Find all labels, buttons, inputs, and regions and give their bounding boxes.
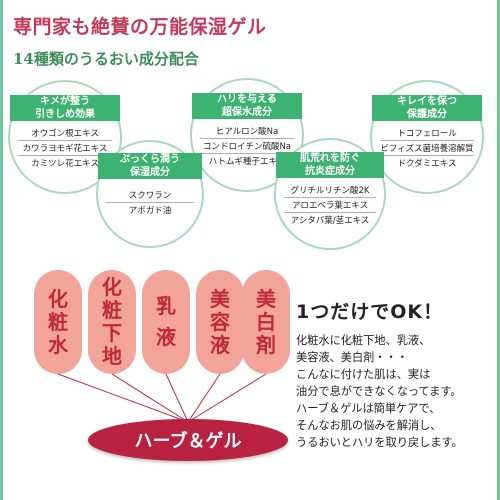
ingredient-item: カミツレ花エキス: [31, 159, 99, 169]
connector-line: [57, 373, 189, 423]
ingredient-item: ハトムギ種子エキス: [208, 157, 286, 167]
ingredient-circle-moisture: ぷっくら潤う 保湿成分 スクワラン アボガド油: [96, 140, 204, 248]
ingredient-list: スクワラン アボガド油: [98, 188, 202, 217]
ingredient-circle-protection: キレイを保つ 保護成分 トコフェロール ビフィズス菌培養溶解質 ドクダミエキス: [370, 80, 484, 194]
ingredient-circle-texture: キメが整う 引きしめ効果 オウゴン根エキス カワラヨモギ花エキス カミツレ花エキ…: [8, 80, 122, 194]
circle-title-band: ぷっくら潤う 保湿成分: [98, 153, 202, 179]
product-oval-toner: 化 粧 水: [34, 270, 82, 374]
ingredient-item: スクワラン: [106, 188, 194, 203]
product-oval-milk: 乳 液: [142, 270, 190, 374]
herb-and-gel-badge: ハーブ＆ゲル: [88, 419, 288, 461]
ingredient-item: オウゴン根エキス: [18, 126, 112, 141]
ingredient-item: ビフィズス菌培養溶解質: [380, 141, 474, 156]
connector-line: [165, 373, 189, 423]
circle-title-band: 肌荒れを防ぐ 抗炎症成分: [276, 152, 384, 178]
circle-title-band: ハリを与える 超保水成分: [192, 93, 302, 119]
connector-line: [187, 373, 221, 423]
ingredient-list: グリチルリチン酸2K アロエベラ葉エキス アシタバ葉/茎エキス: [276, 183, 384, 227]
message-line: 油分で息ができなくなってます。: [296, 385, 462, 398]
ingredient-circle-anti-inflammation: 肌荒れを防ぐ 抗炎症成分 グリチルリチン酸2K アロエベラ葉エキス アシタバ葉/…: [274, 138, 386, 250]
message-line: こんなに付けた肌は、実は: [296, 368, 431, 381]
benefit-message: 1つだけでOK！ 化粧水に化粧下地、乳液、 美容液、美白剤・・・ こんなに付けた…: [296, 297, 496, 451]
product-oval-serum: 美 容 液: [196, 270, 244, 374]
ingredient-item: コンドロイチン硫酸Na: [200, 139, 294, 154]
ingredient-list: ヒアルロン酸Na コンドロイチン硫酸Na ハトムギ種子エキス: [192, 124, 302, 168]
ingredient-item: ドクダミエキス: [397, 159, 457, 169]
circle-title-band: キメが整う 引きしめ効果: [10, 95, 120, 121]
product-oval-whitening: 美 白 剤: [242, 270, 290, 374]
headline: 専門家も絶賛の万能保湿ゲル: [13, 16, 267, 38]
ingredient-list: トコフェロール ビフィズス菌培養溶解質 ドクダミエキス: [372, 126, 482, 170]
ingredient-item: カワラヨモギ花エキス: [18, 141, 112, 156]
ingredient-item: アボガド油: [128, 206, 172, 216]
circle-title-band: キレイを保つ 保護成分: [372, 95, 482, 121]
message-line: うるおいとハリを取り戻します。: [296, 436, 463, 449]
ingredient-item: ヒアルロン酸Na: [200, 124, 294, 139]
connector-line: [111, 373, 189, 423]
message-line: 美容液、美白剤・・・: [296, 351, 408, 364]
right-border: [497, 0, 500, 500]
left-border: [0, 0, 3, 500]
ingredient-item: アシタバ葉/茎エキス: [290, 216, 370, 226]
message-line: そんなお肌の悩みを解消し、: [296, 419, 442, 432]
ingredient-item: グリチルリチン酸2K: [284, 183, 376, 198]
ingredient-list: オウゴン根エキス カワラヨモギ花エキス カミツレ花エキス: [10, 126, 120, 170]
subhead: 14種類のうるおい成分配合: [13, 50, 199, 68]
ingredient-item: トコフェロール: [380, 126, 474, 141]
message-line: ハーブ＆ゲルは簡単ケアで、: [296, 402, 441, 415]
connector-line: [187, 373, 267, 423]
ingredient-item: アロエベラ葉エキス: [284, 198, 376, 213]
message-title: 1つだけでOK！: [296, 301, 444, 323]
message-line: 化粧水に化粧下地、乳液、: [296, 334, 431, 347]
product-oval-primer: 化 粧 下 地: [88, 270, 136, 374]
